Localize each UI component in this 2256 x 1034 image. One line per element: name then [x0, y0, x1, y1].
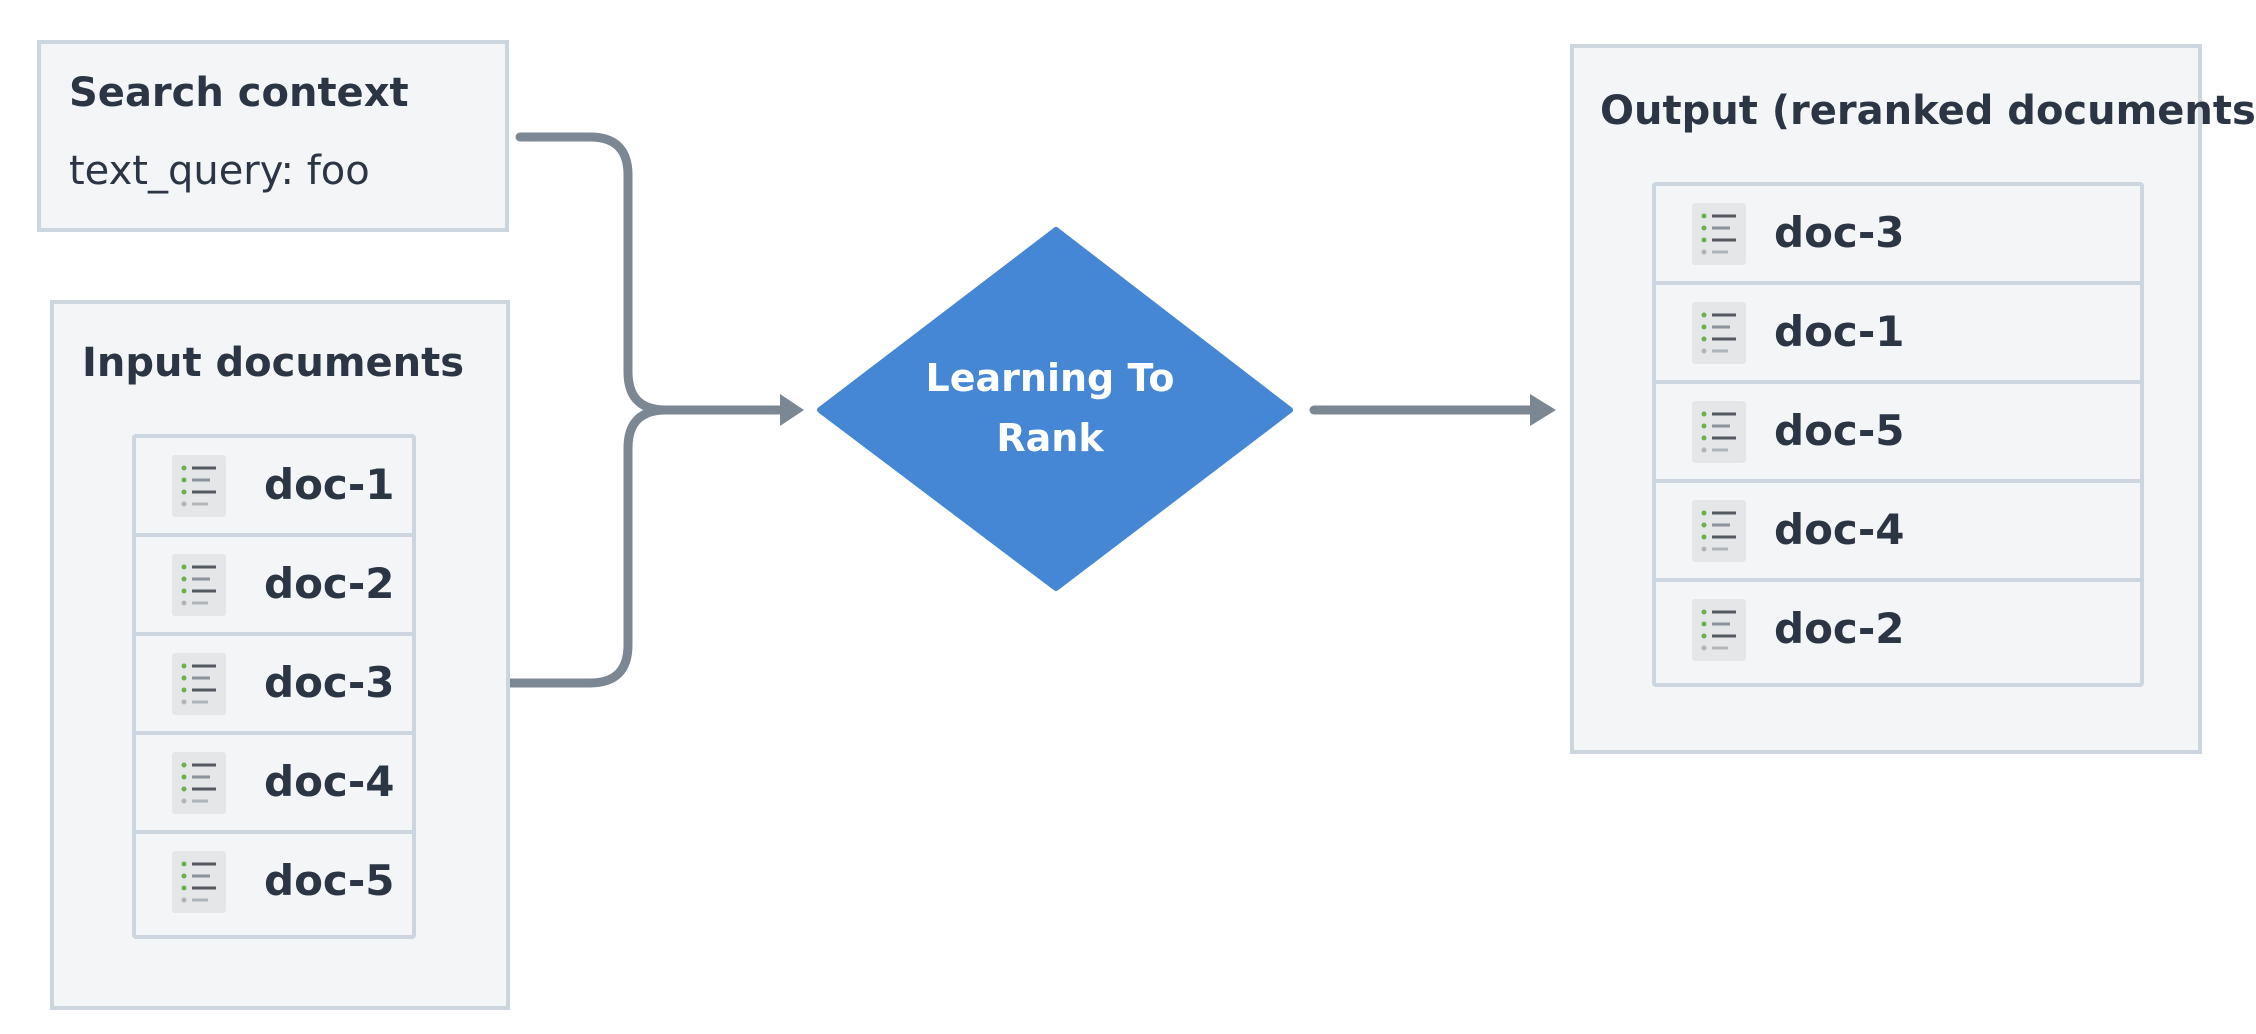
list-item: doc-4 — [1656, 483, 2140, 582]
output-documents-panel: Output (reranked documents) doc-3 doc-1 … — [1570, 44, 2256, 754]
list-document-icon — [1692, 401, 1746, 463]
search-context-title: Search context — [69, 70, 409, 116]
document-label: doc-5 — [264, 856, 395, 905]
document-label: doc-1 — [1774, 307, 1905, 356]
search-context-connector — [515, 132, 785, 415]
input-document-list: doc-1 doc-2 doc-3 doc-4 doc-5 — [132, 434, 416, 939]
arrowhead-icon — [780, 394, 804, 426]
input-documents-panel: Input documents doc-1 doc-2 doc-3 doc-4 — [50, 300, 510, 1010]
list-document-icon — [172, 752, 226, 814]
search-context-query: text_query: foo — [69, 148, 370, 194]
list-item: doc-2 — [136, 537, 412, 636]
list-document-icon — [172, 455, 226, 517]
list-document-icon — [172, 653, 226, 715]
learning-to-rank-line1: Learning To — [925, 356, 1175, 400]
document-label: doc-3 — [264, 658, 395, 707]
list-item: doc-5 — [136, 834, 412, 933]
list-item: doc-5 — [1656, 384, 2140, 483]
document-label: doc-2 — [1774, 604, 1905, 653]
list-document-icon — [172, 851, 226, 913]
list-item: doc-1 — [136, 438, 412, 537]
document-label: doc-2 — [264, 559, 395, 608]
learning-to-rank-line2: Rank — [996, 416, 1104, 460]
learning-to-rank-label: Learning To Rank — [880, 348, 1220, 468]
list-item: doc-1 — [1656, 285, 2140, 384]
list-document-icon — [1692, 302, 1746, 364]
output-document-list: doc-3 doc-1 doc-5 doc-4 doc-2 — [1652, 182, 2144, 687]
list-item: doc-4 — [136, 735, 412, 834]
search-context-panel: Search context text_query: foo — [37, 40, 509, 232]
list-item: doc-3 — [136, 636, 412, 735]
learning-to-rank-diamond — [817, 227, 1293, 591]
list-document-icon — [1692, 203, 1746, 265]
list-document-icon — [1692, 500, 1746, 562]
document-label: doc-3 — [1774, 208, 1905, 257]
list-document-icon — [1692, 599, 1746, 661]
document-label: doc-1 — [264, 460, 395, 509]
input-documents-connector — [503, 405, 671, 688]
list-item: doc-3 — [1656, 186, 2140, 285]
document-label: doc-5 — [1774, 406, 1905, 455]
document-label: doc-4 — [264, 757, 395, 806]
arrowhead-icon — [1530, 394, 1556, 426]
list-document-icon — [172, 554, 226, 616]
input-documents-title: Input documents — [82, 340, 465, 386]
document-label: doc-4 — [1774, 505, 1905, 554]
output-documents-title: Output (reranked documents) — [1600, 88, 2256, 134]
list-item: doc-2 — [1656, 582, 2140, 681]
